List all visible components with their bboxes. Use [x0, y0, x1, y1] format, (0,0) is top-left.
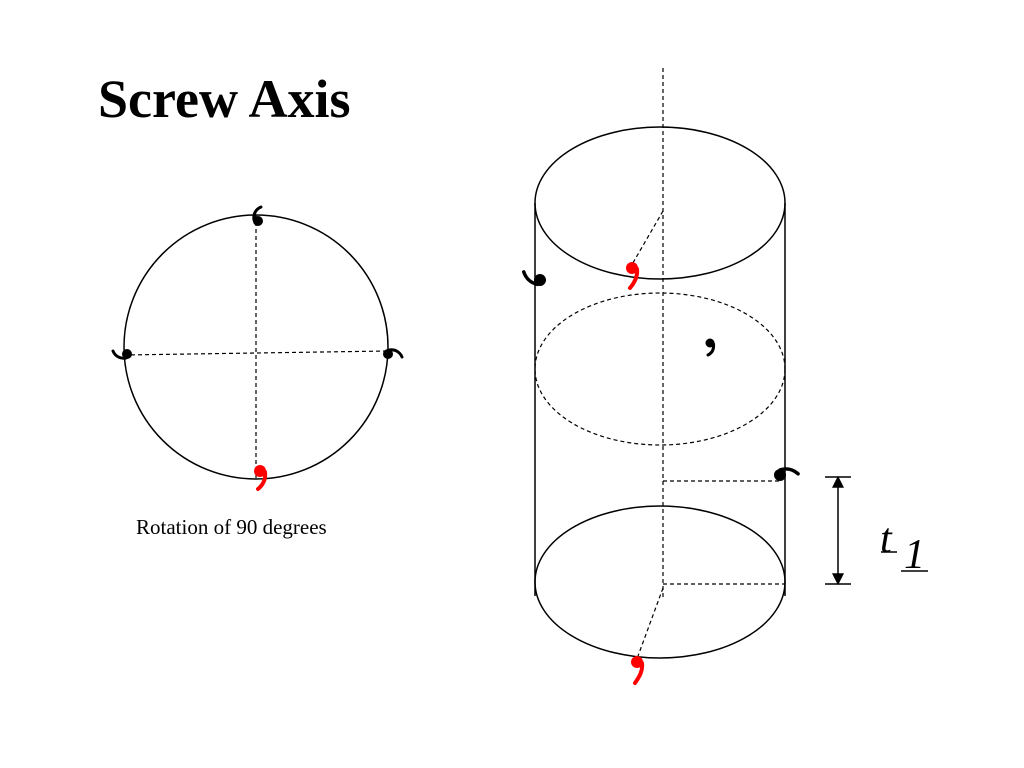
- comma-icon: [252, 205, 263, 226]
- cylinder-top-ellipse: [534, 126, 786, 280]
- comma-icon: [383, 348, 404, 359]
- top-comma-guide: [629, 210, 664, 269]
- circle-horizontal-axis: [123, 350, 389, 356]
- rotation-caption: Rotation of 90 degrees: [136, 515, 327, 539]
- comma-icon: [774, 467, 800, 481]
- translation-label-symbol: t: [880, 516, 893, 562]
- comma-icon: [254, 465, 268, 491]
- comma-icon: [111, 349, 132, 360]
- rotation-circle-figure: [111, 205, 404, 491]
- translation-label-subscript: 1: [904, 532, 925, 578]
- bottom-comma-guide: [637, 587, 664, 657]
- comma-icon: [522, 270, 546, 287]
- screw-cylinder-figure: t 1: [522, 68, 928, 685]
- cylinder-middle-ellipse: [534, 292, 786, 446]
- comma-icon: [626, 262, 640, 290]
- comma-icon: [705, 338, 716, 357]
- comma-icon: [631, 656, 645, 685]
- page-title: Screw Axis: [98, 69, 351, 129]
- cylinder-bottom-ellipse: [534, 505, 786, 659]
